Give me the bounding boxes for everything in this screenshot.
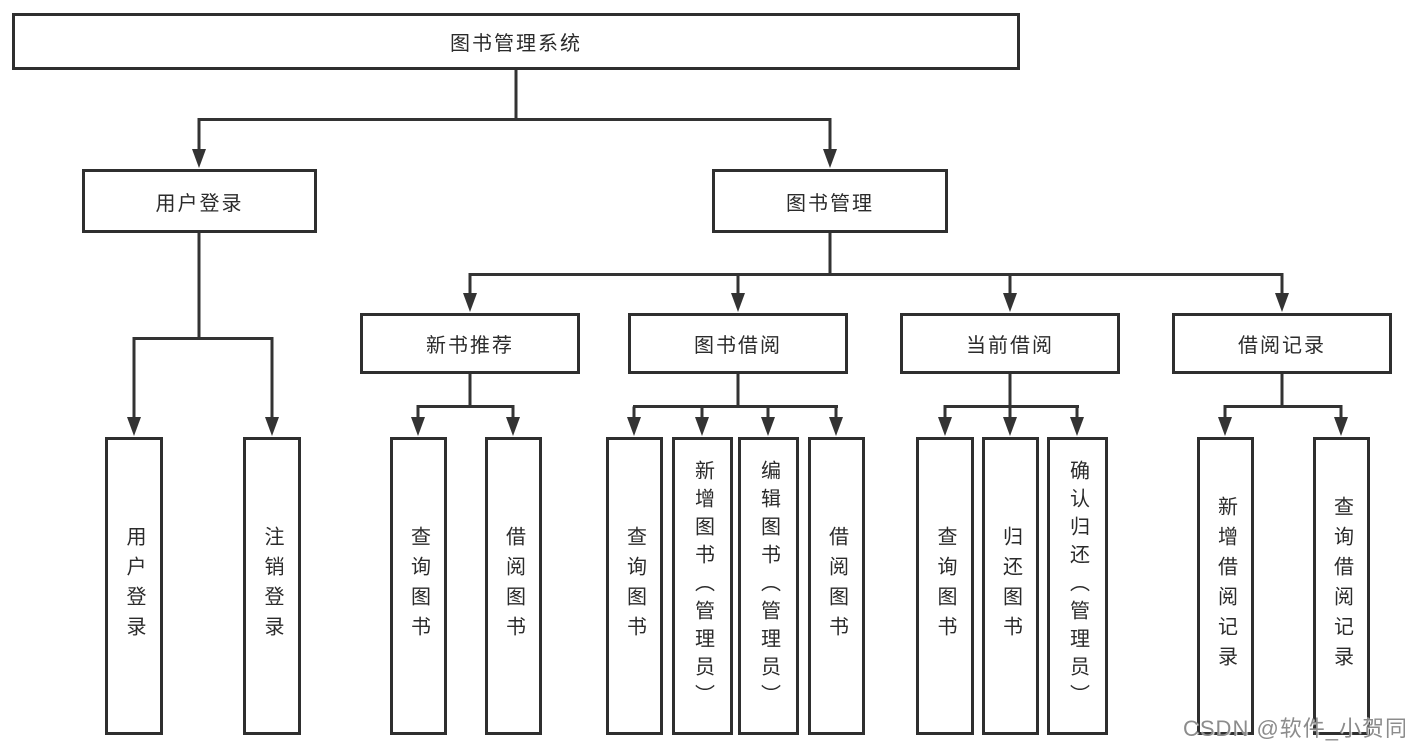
arrowhead	[127, 417, 141, 436]
arrowhead	[695, 417, 709, 436]
arrowhead	[1070, 417, 1084, 436]
node-logout-label: 注销登录	[261, 526, 283, 646]
node-bb-borrow-book-label: 借阅图书	[825, 526, 848, 646]
node-book-borrow: 图书借阅	[628, 313, 848, 374]
arrowhead	[829, 417, 843, 436]
arrowhead	[1275, 293, 1289, 312]
csdn-watermark: CSDN @软件_小贺同学	[1183, 716, 1405, 741]
node-logout: 注销登录	[243, 437, 301, 735]
connector-user-login-children	[132, 233, 274, 419]
node-bb-add-book: 新增图书（管理员）	[672, 437, 733, 735]
arrowhead	[761, 417, 775, 436]
node-login: 用户登录	[105, 437, 163, 735]
node-cb-confirm-return: 确认归还（管理员）	[1047, 437, 1108, 735]
node-cb-return-book: 归还图书	[982, 437, 1039, 735]
connector-lines	[132, 70, 1343, 419]
arrowhead	[411, 417, 425, 436]
node-cb-return-book-label: 归还图书	[999, 526, 1022, 646]
node-br-query-record: 查询借阅记录	[1313, 437, 1370, 735]
arrowhead	[192, 149, 206, 168]
node-br-add-record-label: 新增借阅记录	[1214, 496, 1237, 676]
arrowhead	[1003, 293, 1017, 312]
node-bb-add-book-label: 新增图书（管理员）	[691, 460, 714, 712]
connector-new-book-rec-children	[416, 374, 515, 419]
arrowhead	[938, 417, 952, 436]
connector-book-mgmt-children	[468, 233, 1284, 295]
node-nb-borrow-book: 借阅图书	[485, 437, 542, 735]
connector-arrowheads	[127, 149, 1348, 436]
arrowhead	[265, 417, 279, 436]
node-br-add-record: 新增借阅记录	[1197, 437, 1254, 735]
node-bb-edit-book: 编辑图书（管理员）	[738, 437, 799, 735]
node-bb-query-book: 查询图书	[606, 437, 663, 735]
arrowhead	[731, 293, 745, 312]
connector-root-to-level2	[197, 70, 832, 151]
node-root: 图书管理系统	[12, 13, 1020, 70]
arrowhead	[627, 417, 641, 436]
node-cb-query-book: 查询图书	[916, 437, 974, 735]
node-borrow-record: 借阅记录	[1172, 313, 1392, 374]
node-cb-query-book-label: 查询图书	[934, 526, 956, 646]
connector-borrow-record-children	[1223, 374, 1343, 419]
arrowhead	[506, 417, 520, 436]
node-current-borrow: 当前借阅	[900, 313, 1120, 374]
arrowhead	[823, 149, 837, 168]
node-user-login: 用户登录	[82, 169, 317, 233]
node-nb-query-book: 查询图书	[390, 437, 447, 735]
node-book-mgmt: 图书管理	[712, 169, 948, 233]
connector-book-borrow-children	[632, 374, 838, 419]
connector-current-borrow-children	[943, 374, 1079, 419]
arrowhead	[1003, 417, 1017, 436]
node-bb-borrow-book: 借阅图书	[808, 437, 865, 735]
node-bb-query-book-label: 查询图书	[623, 526, 646, 646]
arrowhead	[1218, 417, 1232, 436]
node-login-label: 用户登录	[123, 526, 145, 646]
node-br-query-record-label: 查询借阅记录	[1330, 496, 1353, 676]
node-cb-confirm-return-label: 确认归还（管理员）	[1066, 460, 1089, 712]
arrowhead	[1334, 417, 1348, 436]
node-nb-query-book-label: 查询图书	[407, 526, 430, 646]
node-new-book-rec: 新书推荐	[360, 313, 580, 374]
arrowhead	[463, 293, 477, 312]
node-bb-edit-book-label: 编辑图书（管理员）	[757, 460, 780, 712]
node-nb-borrow-book-label: 借阅图书	[502, 526, 525, 646]
